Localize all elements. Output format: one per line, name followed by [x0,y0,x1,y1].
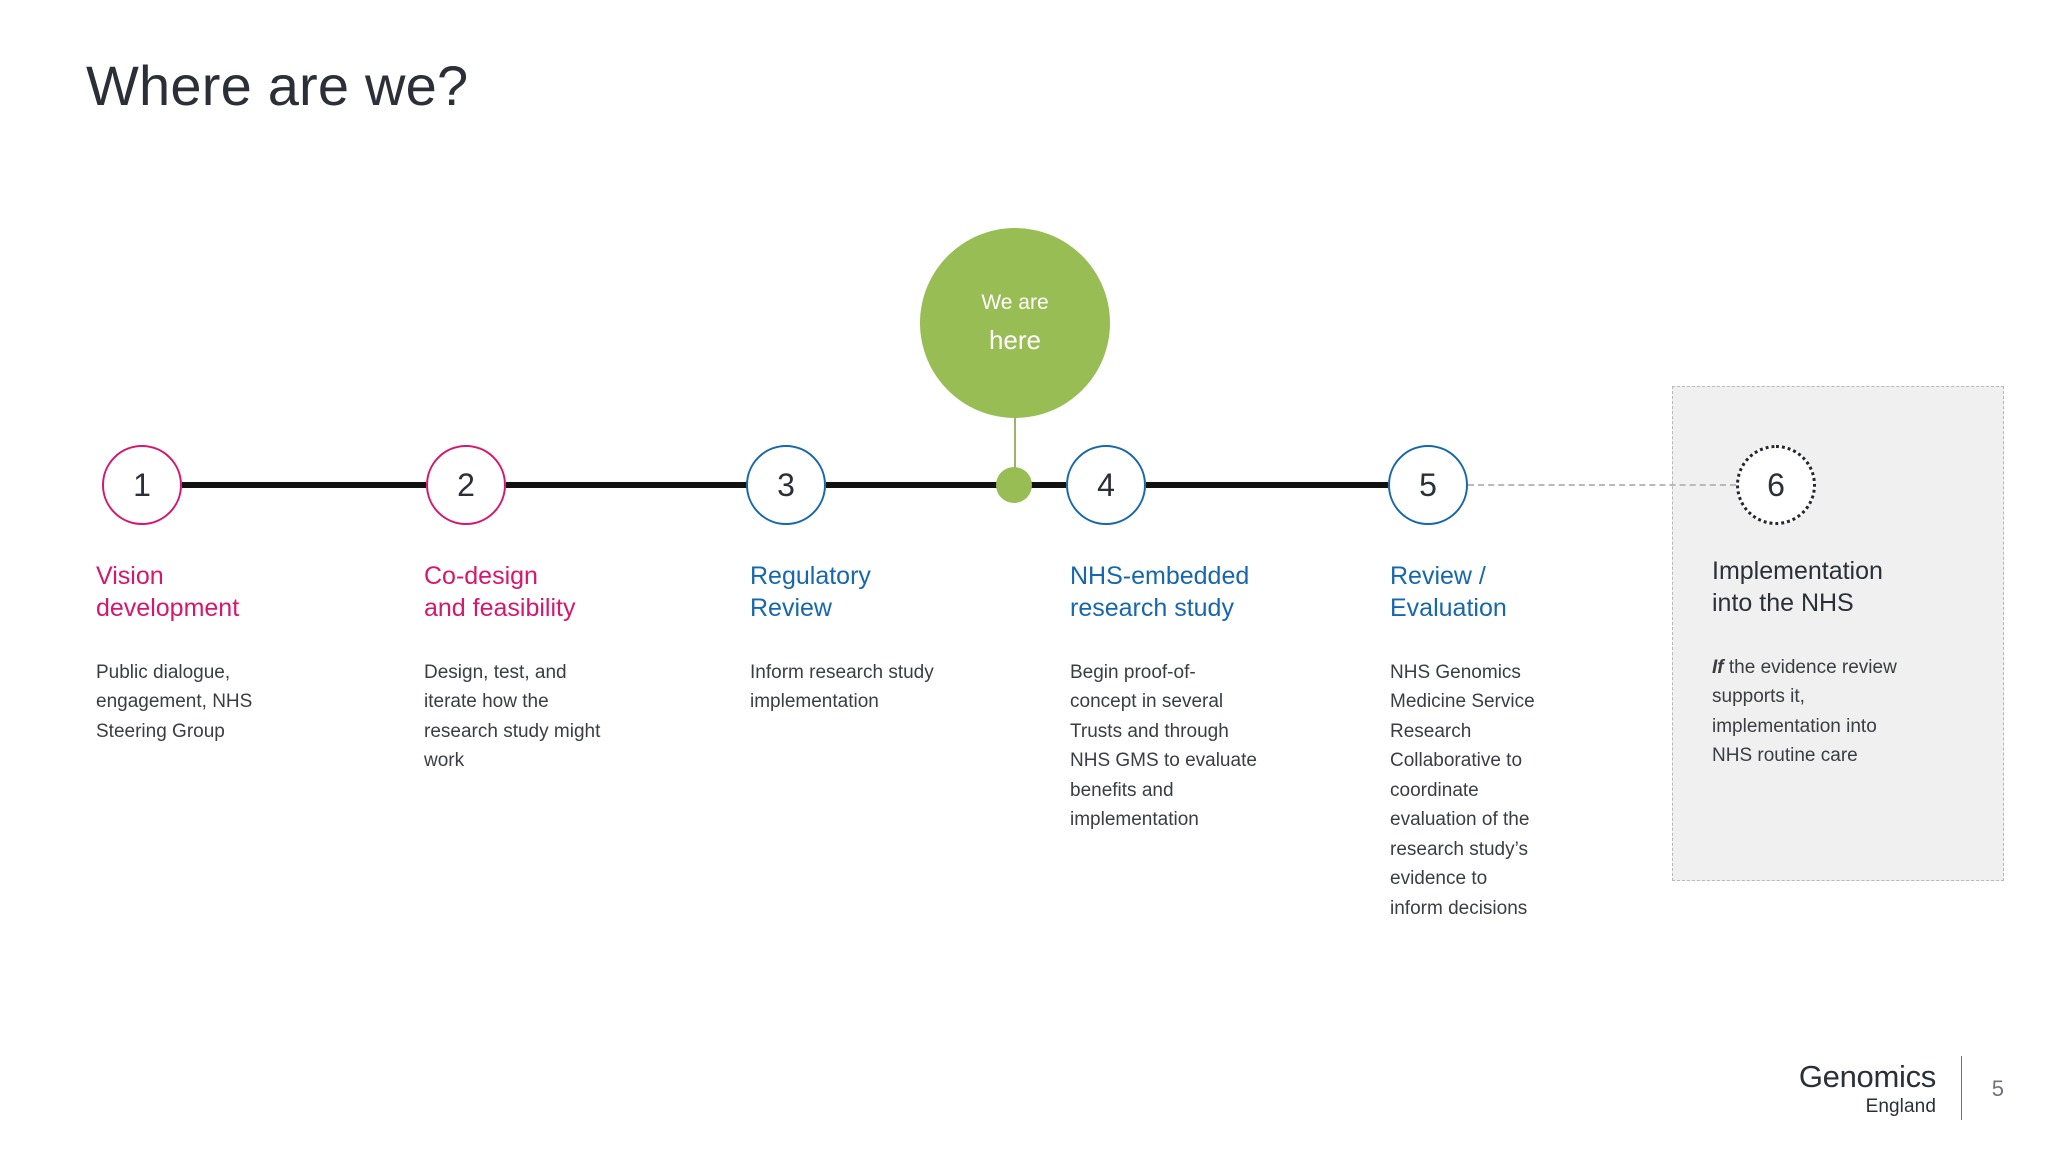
timeline-segment-4-5 [1146,482,1388,488]
step-heading-6: Implementation into the NHS [1712,557,1883,617]
step-column-1: Vision development Public dialogue, enga… [96,560,386,746]
page-title: Where are we? [86,54,469,117]
logo-main-text: Genomics [1798,1059,1936,1094]
step-body-6: If the evidence review supports it, impl… [1712,653,1972,771]
step-number-5: 5 [1419,467,1437,503]
genomics-england-logo: Genomics England [1799,1061,1936,1116]
step-heading-2: Co-design and feasibility [424,562,576,622]
we-are-here-line2: here [988,324,1042,355]
step-body-3: Inform research study implementation [750,662,934,713]
step-number-4: 4 [1097,467,1115,503]
step-heading-4: NHS-embedded research study [1070,562,1250,622]
step-body-4: Begin proof-of- concept in several Trust… [1070,662,1257,831]
step-number-1: 1 [133,467,151,503]
step-body-2: Design, test, and iterate how the resear… [424,662,601,772]
step-circle-2[interactable]: 2 [426,445,506,525]
timeline-segment-1-2 [182,482,426,488]
step-heading-1: Vision development [96,562,240,622]
here-marker-stem [1014,418,1016,474]
step-body-1: Public dialogue, engagement, NHS Steerin… [96,662,253,742]
step-circle-3[interactable]: 3 [746,445,826,525]
step-heading-5: Review / Evaluation [1390,562,1507,622]
future-state-panel [1672,386,2004,881]
step-circle-5[interactable]: 5 [1388,445,1468,525]
step-column-3: Regulatory Review Inform research study … [750,560,1050,717]
we-are-here-line1: We are [981,291,1049,315]
step-number-2: 2 [457,467,475,503]
step-body-5: NHS Genomics Medicine Service Research C… [1390,662,1535,919]
step-circle-1[interactable]: 1 [102,445,182,525]
step-number-6: 6 [1767,467,1785,503]
timeline-segment-5-6-dashed [1468,484,1736,486]
step-column-5: Review / Evaluation NHS Genomics Medicin… [1390,560,1640,923]
step-number-3: 3 [777,467,795,503]
step-body-6-prefix: If [1712,657,1724,678]
page-number: 5 [1991,1076,2004,1101]
step-column-6: Implementation into the NHS If the evide… [1712,555,1972,771]
step-heading-3: Regulatory Review [750,562,871,622]
timeline-segment-3-4 [826,482,1066,488]
step-column-4: NHS-embedded research study Begin proof-… [1070,560,1360,835]
here-marker-dot [996,467,1032,503]
timeline-segment-2-3 [506,482,747,488]
footer-divider [1960,1056,1962,1120]
step-body-6-text: the evidence review supports it, impleme… [1712,657,1897,767]
step-column-2: Co-design and feasibility Design, test, … [424,560,714,776]
step-circle-6[interactable]: 6 [1736,445,1816,525]
logo-sub-text: England [1865,1096,1936,1117]
step-circle-4[interactable]: 4 [1066,445,1146,525]
we-are-here-bubble: We are here [920,228,1110,418]
